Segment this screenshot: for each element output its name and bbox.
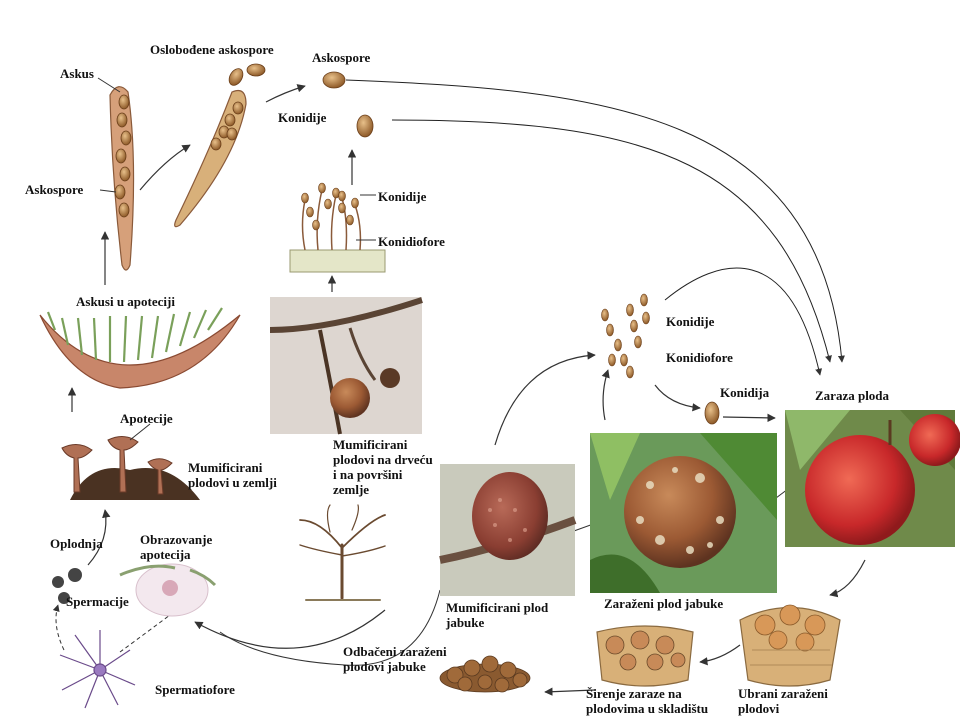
spermatia-illustration [52,568,82,604]
conidiophores-illustration [289,182,386,273]
mummified-on-tree-photo [269,297,423,435]
label-askus: Askus [60,66,94,81]
label-mumificirani-u-zemlji: Mumificirani plodovi u zemlji [188,460,277,490]
conidium-icon [356,114,374,138]
label-mumificirani-plod-jabuke: Mumificirani plod jabuke [446,600,549,630]
mummified-apple-photo [439,464,577,596]
single-conidium-icon [704,401,720,425]
label-odbaceni-zarazeni: Odbačeni zaraženi plodovi jabuke [343,644,447,674]
harvested-basket-illustration [739,604,841,687]
label-askusi-u-apoteciji: Askusi u apoteciji [76,294,175,309]
healthy-apple-photo [785,410,960,547]
forming-apothecia-illustration [119,563,217,617]
label-zaraza-ploda: Zaraza ploda [815,388,890,403]
bare-tree-illustration [299,504,386,601]
label-konidije-right: Konidije [666,314,715,329]
infected-apple-photo [590,433,777,593]
label-askospore-left: Askospore [25,182,84,197]
apothecium-section-illustration [39,307,241,389]
label-obrazovanje-apotecija: Obrazovanje apotecija [140,532,213,562]
spermatiophore-illustration [59,630,136,709]
label-askospore-top: Askospore [312,50,371,65]
label-ubrani-zarazeni: Ubrani zaraženi plodovi [738,686,828,716]
label-apotecije: Apotecije [120,411,173,426]
label-spermacije: Spermacije [66,594,129,609]
storage-basket-illustration [596,625,694,687]
ascus-illustration [97,77,135,271]
label-konidiofore-right: Konidiofore [666,350,733,365]
label-oslobodjene-askospore: Oslobođene askospore [150,42,274,57]
label-konidija: Konidija [720,385,770,400]
label-konidije-mid: Konidije [378,189,427,204]
label-sirenje-zaraze: Širenje zaraze na plodovima u skladištu [586,686,709,716]
label-oplodnja: Oplodnja [50,536,103,551]
released-ascus-illustration [174,63,266,228]
ascospore-icon [322,71,346,89]
label-zarazeni-plod-jabuke: Zaraženi plod jabuke [604,596,724,611]
label-konidiofore-mid: Konidiofore [378,234,445,249]
label-spermatiofore: Spermatiofore [155,682,235,697]
discarded-fruit-pile-illustration [439,655,531,693]
apothecia-illustration [61,423,200,500]
label-mumificirani-na-drvecu: Mumificirani plodovi na drveću i na povr… [333,437,433,497]
label-konidije-top: Konidije [278,110,327,125]
conidiophores-right-illustration [601,293,650,379]
